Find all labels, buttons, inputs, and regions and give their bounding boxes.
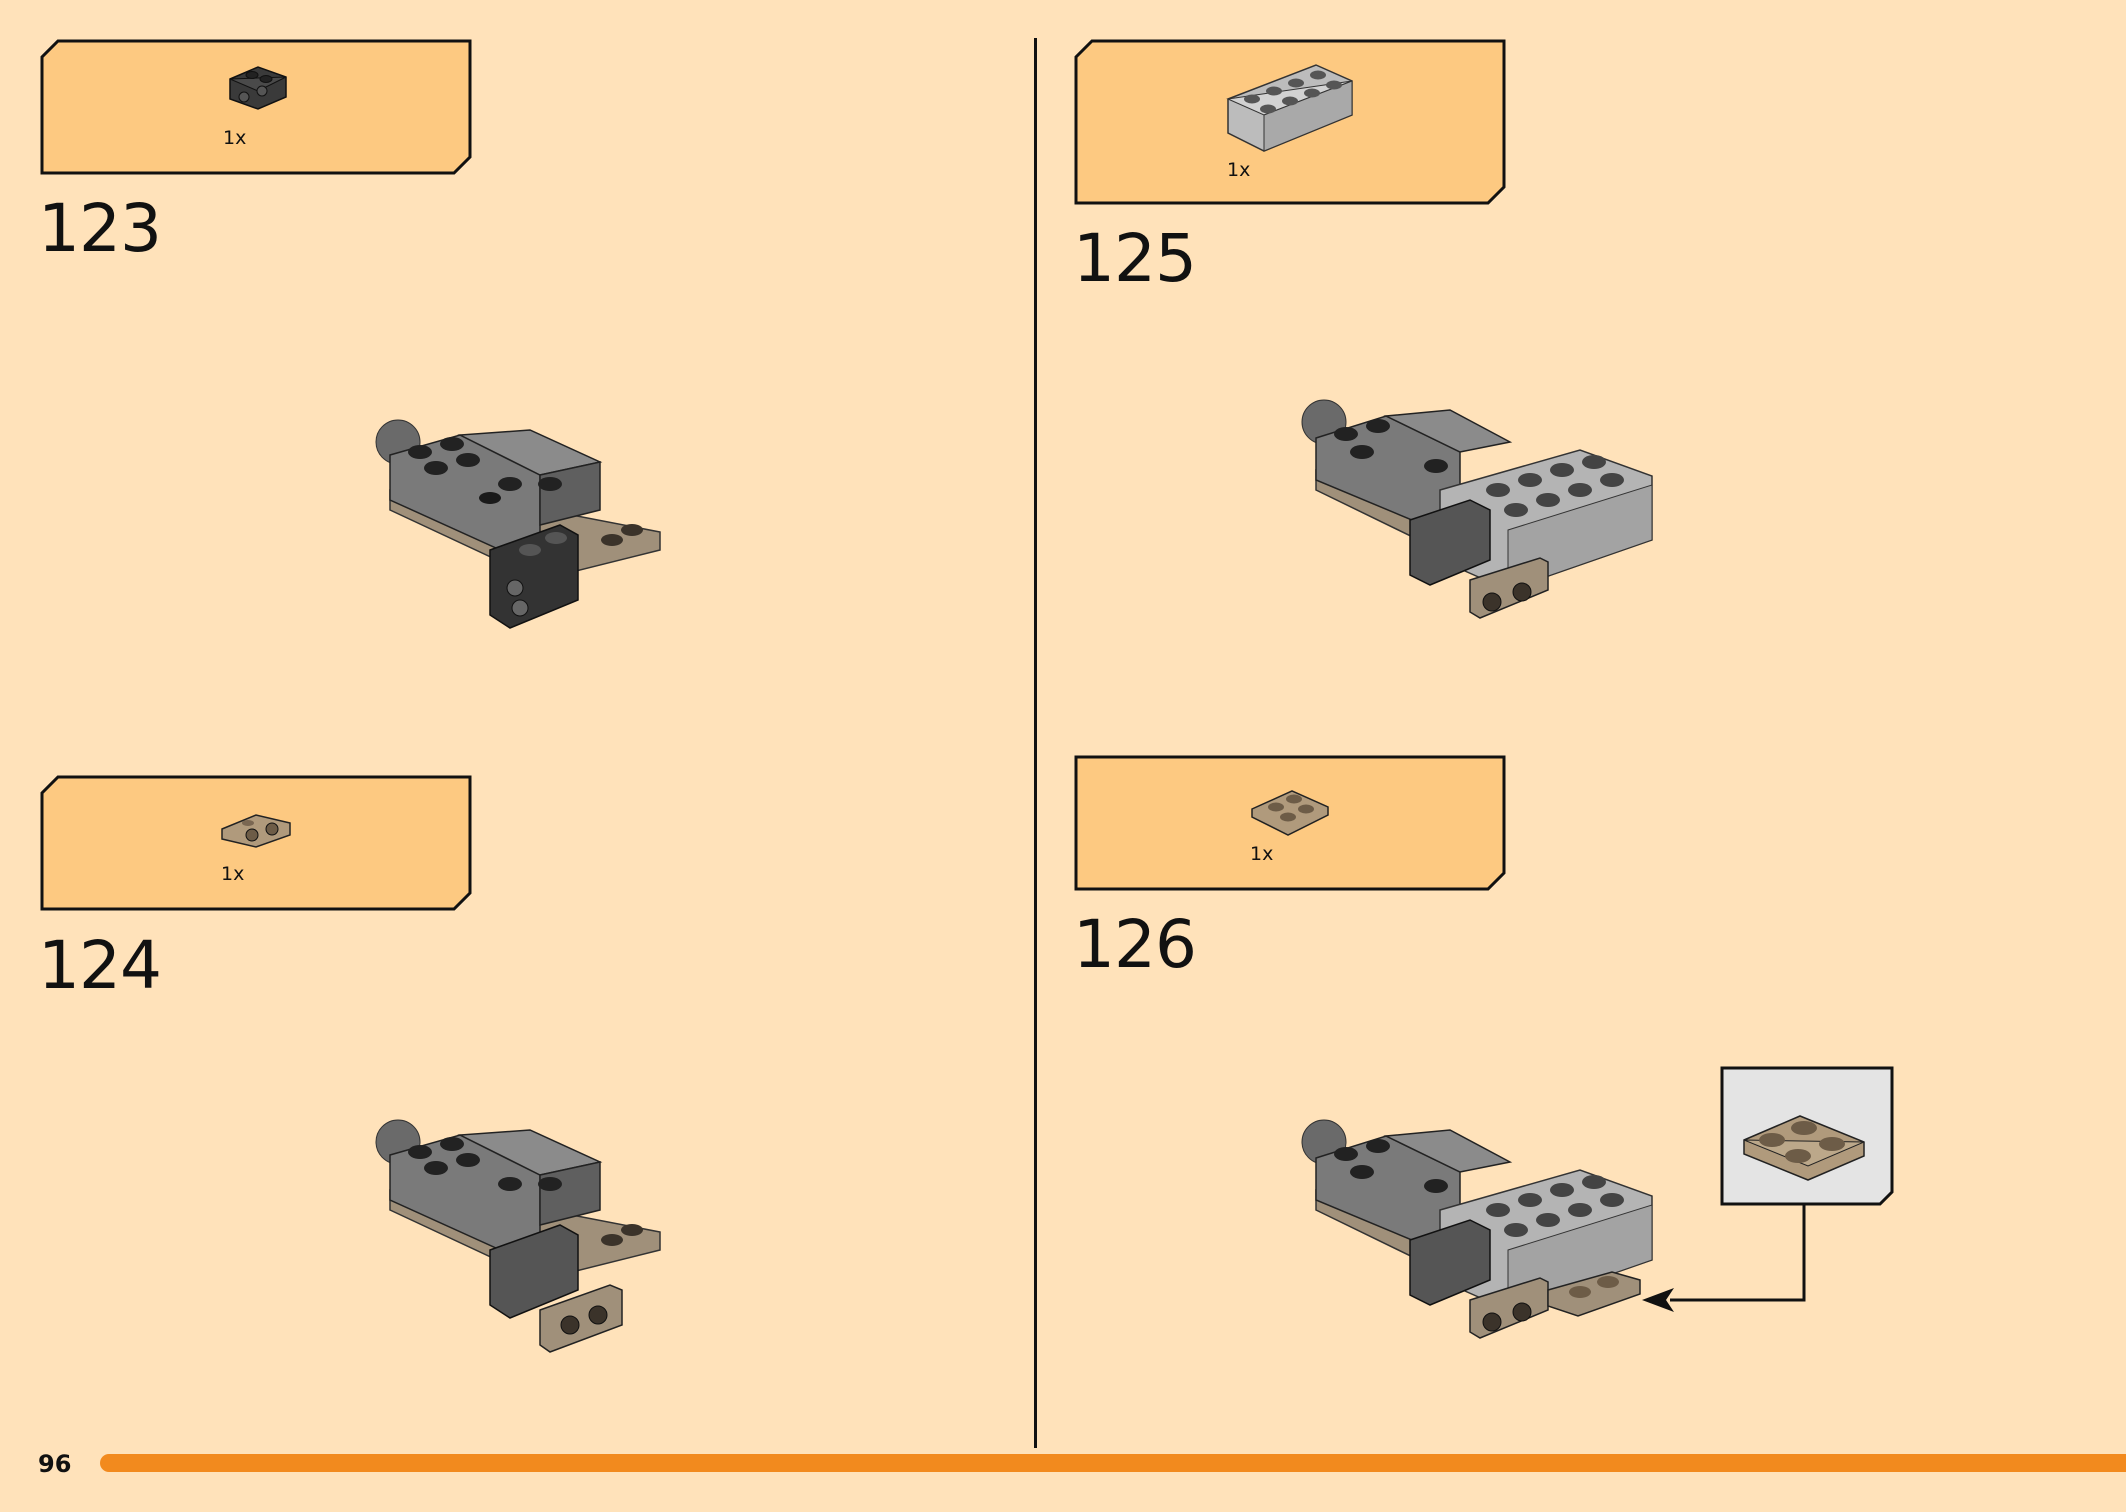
tan-bracket-part-icon: [221, 814, 291, 848]
parts-box-step-124: 1x: [40, 775, 472, 911]
column-divider: [1034, 38, 1037, 1448]
parts-box-step-123: 1x: [40, 39, 472, 175]
part-quantity: 1x: [221, 863, 245, 885]
parts-box-step-125: 1x: [1074, 39, 1506, 205]
build-model-step-126: [1301, 1119, 1653, 1339]
part-quantity: 1x: [223, 127, 247, 149]
tan-plate-part-icon: [1251, 790, 1329, 836]
build-model-step-124: [375, 1119, 661, 1353]
build-model-step-123: [375, 419, 661, 629]
page-number: 96: [38, 1450, 72, 1478]
progress-bar: [100, 1454, 2126, 1472]
step-number-123: 123: [38, 190, 162, 267]
step-number-125: 125: [1073, 220, 1197, 297]
part-quantity: 1x: [1227, 159, 1251, 181]
light-gray-brick-part-icon: [1226, 64, 1353, 152]
parts-box-step-126: 1x: [1074, 755, 1506, 891]
step-number-124: 124: [38, 927, 162, 1004]
dark-bracket-part-icon: [229, 66, 287, 110]
step-number-126: 126: [1073, 906, 1197, 983]
placement-callout: [1642, 1066, 1894, 1312]
build-model-step-125: [1301, 399, 1653, 619]
part-quantity: 1x: [1250, 843, 1274, 865]
